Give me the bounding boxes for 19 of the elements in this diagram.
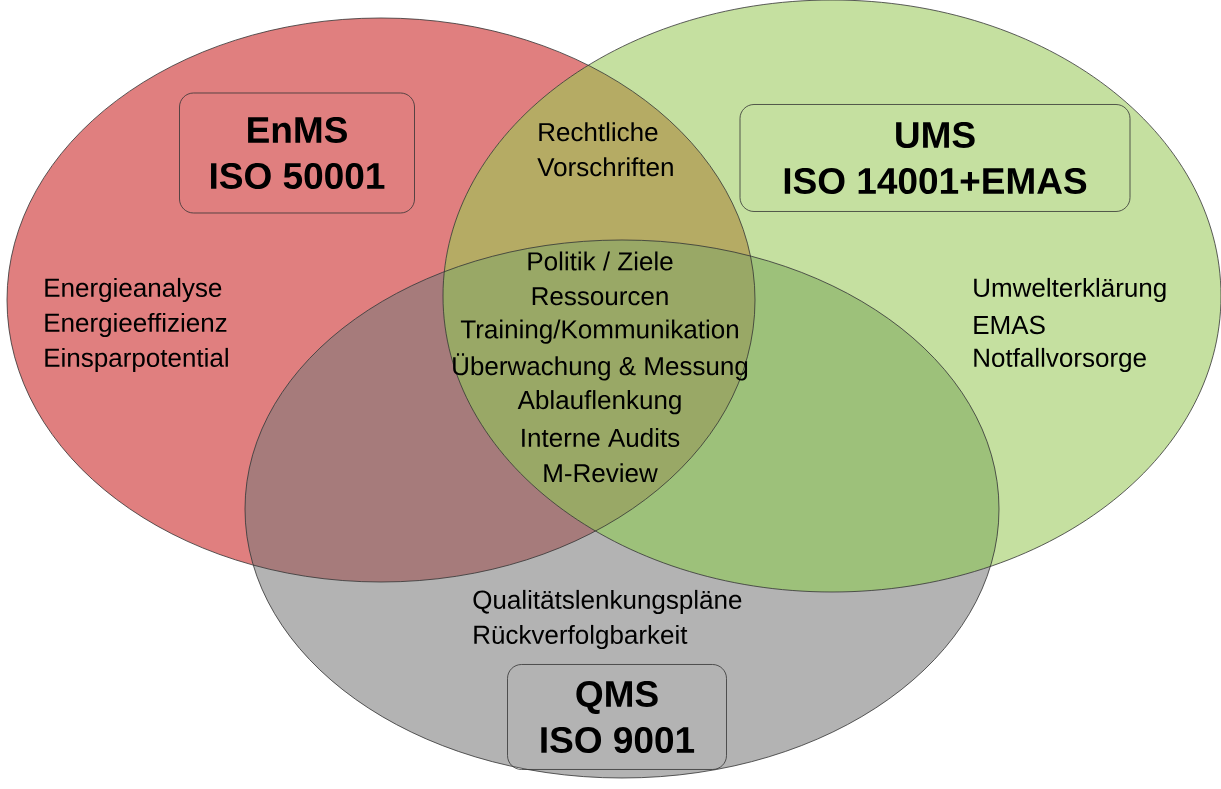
- list-item: Energieeffizienz: [45, 312, 227, 338]
- list-item: M-Review: [544, 463, 658, 483]
- overlap-text: Rechtliche Vorschriften: [537, 122, 673, 177]
- title-box: QMS ISO 9001: [507, 664, 727, 770]
- list-item: Energieanalyse: [45, 277, 222, 303]
- list-item: Interne Audits: [522, 427, 680, 448]
- list-item: Rückverfolgbarkeit: [474, 624, 688, 650]
- title-box: EnMS ISO 50001: [179, 92, 415, 214]
- list-item: Einsparpotential: [45, 347, 228, 373]
- list-item: Training/Kommunikation: [460, 319, 738, 344]
- list-item: Qualitätslenkungspläne: [473, 589, 742, 615]
- list-item: Umwelterklärung: [974, 277, 1166, 303]
- title-box: UMS ISO 14001+EMAS: [739, 104, 1131, 212]
- list-item: Ablauflenkung: [517, 390, 681, 415]
- list-item: Politik / Ziele: [528, 251, 673, 271]
- list-item: EMAS: [974, 315, 1045, 335]
- list-item: Überwachung & Messung: [453, 353, 748, 381]
- list-item: Ressourcen: [532, 287, 668, 306]
- list-item: Notfallvorsorge: [974, 347, 1146, 373]
